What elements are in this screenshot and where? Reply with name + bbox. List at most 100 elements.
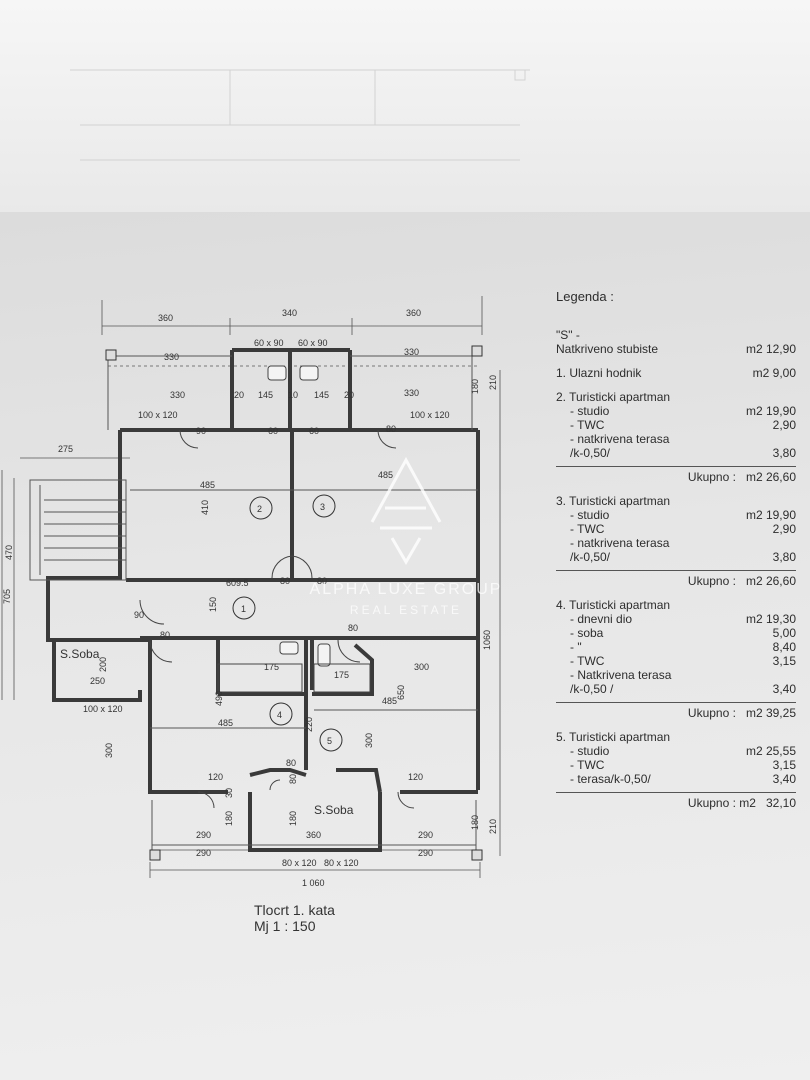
bottom-dim-8: 30: [224, 788, 234, 798]
legend-entry4-total: Ukupno : m2 39,25: [556, 706, 796, 720]
legend-entry5-item-label: - terasa/k-0,50/: [570, 772, 651, 786]
legend-entry5-item-label: - TWC: [570, 758, 605, 772]
bottom-dim-11: 180: [288, 811, 298, 826]
dim-inner-3: 330: [170, 390, 185, 400]
dim-top-2: 340: [282, 308, 297, 318]
caption-scale: Mj 1 : 150: [254, 918, 316, 934]
legend-entry4-item-label: - Natkrivena terasa: [570, 668, 672, 682]
room-dim-16: 200: [98, 657, 108, 672]
legend-entry4-item-value: m2 19,30: [745, 612, 796, 626]
legend-entry3-item-label: - TWC: [570, 522, 605, 536]
dim-small-10: 80: [348, 623, 358, 633]
legend-row-1: 1. Ulazni hodnik m2 9,00: [556, 366, 796, 380]
dim-small-11: 80: [286, 758, 296, 768]
legend-entry3-item-value: 2,90: [772, 522, 796, 536]
plan-caption: Tlocrt 1. kata Mj 1 : 150: [254, 902, 335, 934]
dim-inner-4: 330: [404, 388, 419, 398]
room-dim-10: 220: [304, 717, 314, 732]
legend-entry2-item-label: - TWC: [570, 418, 605, 432]
fixture-top-1: 60 x 90: [254, 338, 284, 348]
legend-entry3-total: Ukupno : m2 26,60: [556, 574, 796, 588]
legend-entry5-item-value: 3,15: [772, 758, 796, 772]
dim-wc-2: 145: [314, 390, 329, 400]
left-dim-1: 470: [4, 545, 14, 560]
dim-inner-2: 330: [404, 347, 419, 357]
legend-entry4-item-value: 3,40: [772, 682, 796, 696]
legend-entry5-total-label: Ukupno : m2: [687, 796, 756, 810]
legend-row-s: Natkriveno stubiste m2 12,90: [556, 342, 796, 356]
room-number-1: 1: [241, 604, 246, 614]
legend-entry5-item-value: m2 25,55: [745, 744, 796, 758]
dim-small-9: 80: [160, 630, 170, 640]
dim-small-5: 60: [309, 426, 319, 436]
legend-s-code: "S" -: [556, 328, 580, 342]
left-dim-2: 705: [2, 589, 12, 604]
legend-entry4-item-label: - TWC: [570, 654, 605, 668]
brand-logo-icon: [370, 456, 442, 565]
stair-width-dim: 275: [58, 444, 73, 454]
dim-small-6: 80: [386, 424, 396, 434]
dim-small-3: 20: [344, 390, 354, 400]
legend-entry2-total: Ukupno : m2 26,60: [556, 470, 796, 484]
sanitary-fixtures: [217, 365, 371, 693]
room-dim-5: 150: [208, 597, 218, 612]
legend-entry3-item-label: - natkrivena terasa: [570, 536, 670, 550]
room-dim-9: 485: [382, 696, 397, 706]
room-dim-6: 650: [396, 685, 406, 700]
dim-top-3: 360: [406, 308, 421, 318]
room-dim-3: 410: [200, 500, 210, 515]
faded-previous-plan: [70, 69, 530, 161]
legend-entry4-item-label: - ": [570, 640, 582, 654]
legend-entry5-total-value: 32,10: [765, 796, 796, 810]
area-legend: Legenda : "S" - Natkriveno stubiste m2 1…: [556, 290, 796, 810]
bottom-dim-4: 290: [418, 848, 433, 858]
bottom-window-1: 80 x 120: [282, 858, 317, 868]
dim-small-8: 80: [317, 576, 327, 586]
room-dim-7: 490: [214, 691, 224, 706]
watermark-sub: REAL ESTATE: [349, 603, 463, 617]
plan-sheet: [0, 212, 810, 1080]
bottom-dim-5: 360: [306, 830, 321, 840]
room-dim-13: 175: [264, 662, 279, 672]
legend-entry2-title: 2. Turisticki apartman: [556, 390, 671, 404]
legend-entry3-total-value: m2 26,60: [745, 574, 796, 588]
dim-small-7: 80: [280, 576, 290, 586]
dim-small-12: 90: [134, 610, 144, 620]
terrace-outlines: [107, 355, 478, 856]
door-swings: [139, 429, 415, 809]
legend-entry4-total-label: Ukupno :: [687, 706, 736, 720]
corridor-dim: 609.5: [226, 578, 249, 588]
legend-entry3-item-value: m2 19,90: [745, 508, 796, 522]
dimension-lines: [1, 296, 501, 878]
legend-entry4-total-value: m2 39,25: [745, 706, 796, 720]
caption-title: Tlocrt 1. kata: [254, 902, 335, 918]
legend-entry3-title: 3. Turisticki apartman: [556, 494, 671, 508]
room-dim-2: 485: [378, 470, 393, 480]
legend-entry2-item-label: - natkrivena terasa: [570, 432, 670, 446]
legend-entry3-item-value: 3,80: [772, 550, 796, 564]
room-label-ssoba-1: S.Soba: [60, 647, 100, 661]
bottom-window-2: 80 x 120: [324, 858, 359, 868]
legend-entry3-item-label: /k-0,50/: [570, 550, 611, 564]
bottom-dim-1: 290: [196, 830, 211, 840]
dim-wc-1: 145: [258, 390, 273, 400]
room-label-ssoba-2: S.Soba: [314, 803, 354, 817]
right-dim-4: 210: [488, 819, 498, 834]
legend-s-value: m2 12,90: [745, 342, 796, 356]
legend-entry2-item-label: /k-0,50/: [570, 446, 611, 460]
room-number-3: 3: [320, 502, 325, 512]
legend-entry4-item-label: - dnevni dio: [570, 612, 633, 626]
legend-entry3-item-label: - studio: [570, 508, 610, 522]
legend-entry5-total: Ukupno : m2 32,10: [556, 796, 796, 810]
right-dim-2: 180: [470, 379, 480, 394]
room-dim-11: 300: [104, 743, 114, 758]
legend-entry4-title: 4. Turisticki apartman: [556, 598, 671, 612]
window-label-2: 100 x 120: [410, 410, 450, 420]
fixture-top-2: 60 x 90: [298, 338, 328, 348]
legend-entry5-item-value: 3,40: [772, 772, 796, 786]
legend-entry2-total-label: Ukupno :: [687, 470, 736, 484]
legend-entry1-value: m2 9,00: [752, 366, 796, 380]
legend-entry2-item-value: 2,90: [772, 418, 796, 432]
dim-small-2: 10: [288, 390, 298, 400]
